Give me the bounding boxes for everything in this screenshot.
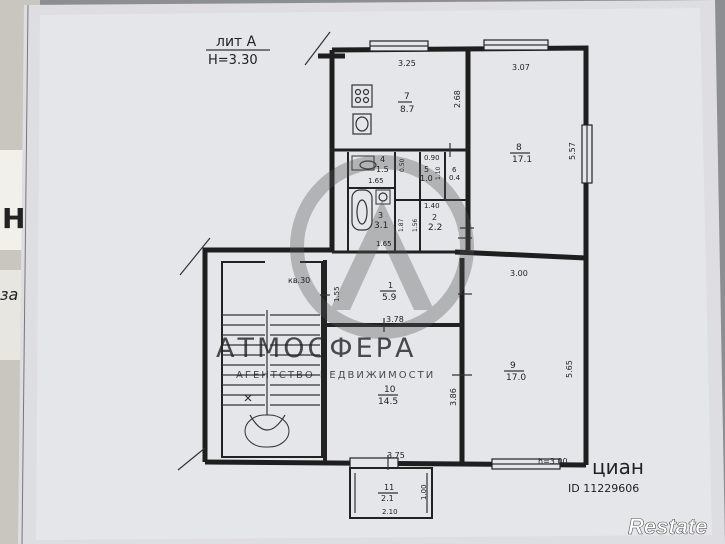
room-1-area: 5.9 — [382, 293, 397, 303]
sheet-fold — [21, 4, 29, 544]
dim-room2-width: 1.40 — [424, 202, 440, 210]
room-1-number: 1 — [388, 281, 393, 290]
room-2-number: 2 — [432, 213, 437, 222]
room-10-number: 10 — [384, 385, 396, 395]
cian-logo-text: циан — [592, 455, 644, 479]
dim-hall-depth: 1.55 — [333, 286, 341, 302]
stair-arrow-2 — [244, 394, 252, 402]
dim-room8-width: 3.07 — [512, 63, 530, 72]
break-mark-bottom — [177, 447, 206, 471]
room-3-number: 3 — [378, 211, 383, 220]
room-6-number: 6 — [452, 166, 457, 174]
burner-icon — [354, 88, 362, 96]
dim-balcony-width: 2.10 — [382, 508, 398, 516]
side-script: за — [0, 285, 18, 304]
restate-logo: Restate — [628, 514, 708, 540]
stair-steps — [222, 314, 320, 406]
balcony — [349, 467, 433, 519]
dimensions: 3.25 3.07 2.68 5.57 0.90 0.50 1.10 1.65 … — [333, 59, 577, 516]
door-marks — [320, 143, 474, 470]
ceiling-height: Н=3.30 — [208, 53, 258, 68]
room-11-area: 2.1 — [381, 494, 394, 503]
room-7-number: 7 — [404, 92, 410, 102]
dim-room8-depth: 5.57 — [568, 142, 577, 160]
dim-closet-depth: 1.10 — [435, 166, 442, 180]
dim-room2-depth: 1.56 — [412, 218, 419, 232]
break-mark-top — [304, 31, 331, 66]
bathtub-icon — [351, 189, 373, 231]
room-8-area: 17.1 — [512, 155, 532, 165]
washbasin-icon — [375, 189, 391, 205]
dim-room9-depth: 5.65 — [565, 360, 574, 378]
watermark-tagline: АГЕНТСТВО НЕДВИЖИМОСТИ — [236, 370, 435, 381]
wall-room8-room9 — [454, 249, 587, 261]
dim-room9-width: 3.00 — [510, 269, 528, 278]
room-9-number: 9 — [510, 361, 516, 371]
bathtub-inner-icon — [356, 199, 368, 225]
watermark-a-icon — [330, 200, 434, 310]
room-2-area: 2.2 — [428, 223, 442, 233]
burner-icon — [354, 96, 362, 104]
dim-balcony-depth: 1.00 — [420, 484, 428, 500]
room-9-area: 17.0 — [506, 373, 526, 383]
cian-id: ID 11229606 — [568, 482, 639, 495]
toilet-icon — [359, 160, 377, 170]
dim-closet-width: 0.90 — [424, 154, 440, 162]
kitchen-sink-icon — [352, 113, 372, 135]
burner-icon — [362, 88, 370, 96]
dim-room9-bottom: h=3.00 — [538, 457, 568, 466]
watermark-brand: АТМОСФЕРА — [216, 333, 416, 364]
room-11-number: 11 — [384, 483, 394, 492]
apartment-label: кв.30 — [288, 276, 310, 285]
dim-room10-width: 3.75 — [387, 451, 405, 460]
washbasin-bowl-icon — [378, 192, 388, 202]
room-5-number: 5 — [424, 165, 429, 174]
room-8-number: 8 — [516, 143, 522, 153]
room-5-area: 1.0 — [420, 174, 433, 183]
room-6-area: 0.4 — [449, 174, 461, 182]
sink-bowl-icon — [355, 116, 369, 132]
dim-wc-width: 1.65 — [368, 177, 384, 185]
room-10-area: 14.5 — [378, 397, 398, 407]
room-3-area: 3.1 — [374, 221, 388, 231]
break-mark-left — [179, 237, 211, 276]
restate-logo-text: Restate — [628, 514, 707, 539]
room-4-number: 4 — [380, 155, 385, 164]
room-labels: 7 8.7 8 17.1 4 1.5 5 1.0 6 0.4 3 3.1 2 2… — [288, 92, 532, 503]
dim-kitchen-depth: 2.68 — [453, 90, 462, 108]
dim-wc-depth: 0.50 — [399, 158, 406, 172]
stair-landing — [244, 414, 290, 448]
watermark-ring-icon — [290, 155, 474, 339]
room-7-area: 8.7 — [400, 105, 414, 115]
dim-bath-depth: 1.87 — [398, 218, 405, 232]
dim-hall-width: 3.78 — [386, 315, 404, 324]
plan-title: лит А — [216, 34, 257, 50]
side-letter: Н — [2, 202, 25, 235]
dim-bath-width: 1.65 — [376, 240, 392, 248]
burner-icon — [362, 96, 370, 104]
watermark-logo — [290, 155, 474, 339]
room-4-area: 1.5 — [376, 165, 389, 174]
dim-room10-depth: 3.86 — [449, 388, 458, 406]
stove-icon — [351, 84, 373, 108]
dim-kitchen-width: 3.25 — [398, 59, 416, 68]
